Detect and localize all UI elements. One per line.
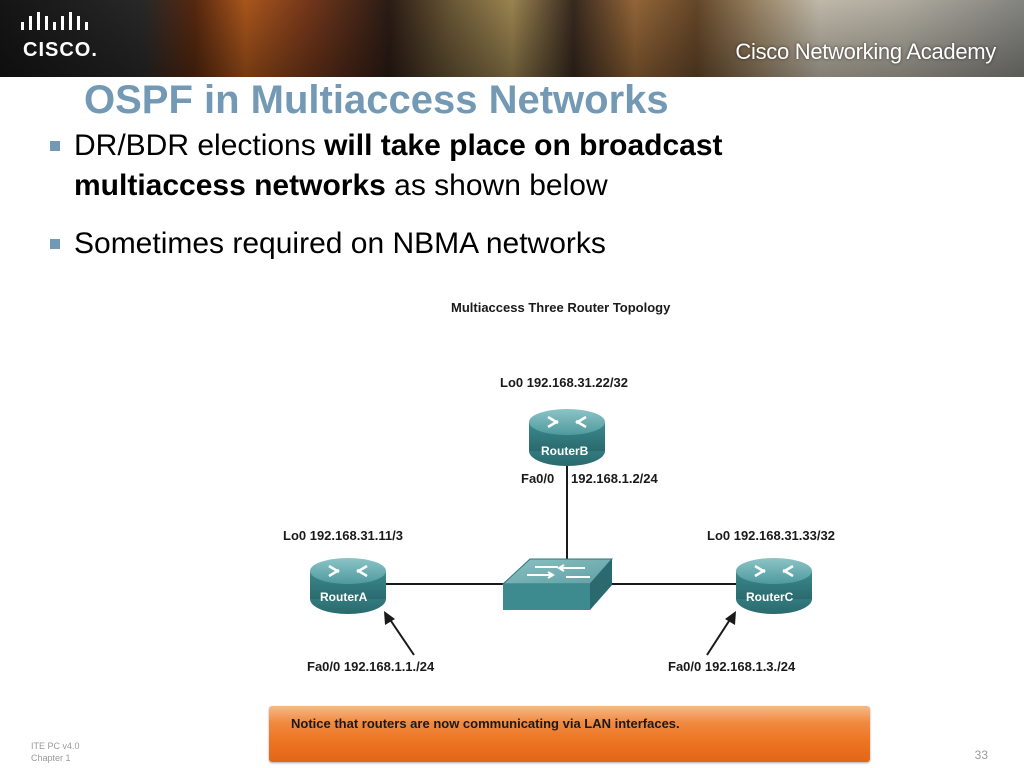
router-a: RouterA [310,558,386,614]
bullet-square-icon [50,141,60,151]
slide-title: OSPF in Multiaccess Networks [84,78,669,122]
notice-text: Notice that routers are now communicatin… [291,716,680,731]
router-b-fa0-ip: 192.168.1.2/24 [571,471,659,486]
router-c-label: RouterC [746,590,794,604]
banner-shade [0,0,1024,77]
router-c: RouterC [736,558,812,614]
bullet-text-part: DR/BDR elections [74,129,325,162]
footer-chapter-line: Chapter 1 [31,753,71,763]
cisco-bars-icon [21,12,88,30]
page-number: 33 [974,748,988,762]
router-b-lo0-label: Lo0 192.168.31.22/32 [500,375,628,390]
header-banner: CISCO. Cisco Networking Academy [0,0,1024,77]
router-b: RouterB [529,409,605,466]
diagram-title: Multiaccess Three Router Topology [451,300,671,315]
notice-box: Notice that routers are now communicatin… [269,706,870,762]
router-a-fa0-label: Fa0/0 192.168.1.1./24 [307,659,435,674]
router-c-fa0-label: Fa0/0 192.168.1.3./24 [668,659,796,674]
bullet-list: DR/BDR elections will take place on broa… [50,126,850,264]
footer-course-line: ITE PC v4.0 [31,741,80,751]
router-a-label: RouterA [320,590,368,604]
bullet-square-icon [50,239,60,249]
bullet-item: Sometimes required on NBMA networks [50,224,850,264]
router-a-lo0-label: Lo0 192.168.31.11/3 [283,528,403,543]
bullet-text-part: as shown below [385,169,608,202]
router-c-lo0-label: Lo0 192.168.31.33/32 [707,528,835,543]
router-b-label: RouterB [541,444,589,458]
academy-wordmark: Cisco Networking Academy [735,39,996,64]
switch [501,558,614,610]
arrow-to-router-a-icon [384,611,415,656]
footer-course: ITE PC v4.0 Chapter 1 [31,740,80,764]
cisco-wordmark: CISCO. [23,39,98,61]
cisco-logo: CISCO. [20,12,140,68]
bullet-item: DR/BDR elections will take place on broa… [50,126,850,206]
bullet-text-bold: will take place on broadcast multiaccess… [74,129,723,202]
arrow-to-router-c-icon [706,611,736,656]
bullet-text: Sometimes required on NBMA networks [74,227,606,260]
router-b-fa0-interface: Fa0/0 [521,471,554,486]
